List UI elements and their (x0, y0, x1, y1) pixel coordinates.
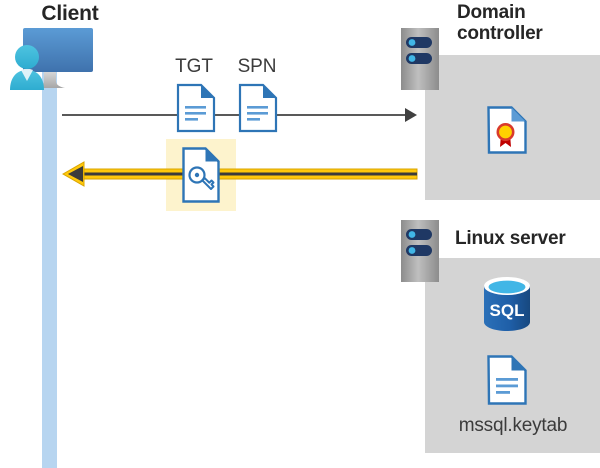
client-lifeline (42, 66, 57, 468)
linux-server-title: Linux server (455, 228, 566, 249)
client-title: Client (41, 2, 99, 25)
request-arrow-gray (62, 108, 417, 122)
keytab-label: mssql.keytab (458, 415, 568, 436)
tgt-document-icon (176, 83, 216, 133)
domain-controller-title: Domain controller (457, 2, 600, 45)
sql-database-label: SQL (490, 301, 525, 320)
domain-controller-server-icon (401, 28, 439, 90)
certificate-document-icon (487, 106, 527, 154)
sql-database-icon: SQL (481, 276, 533, 332)
spn-label: SPN (237, 56, 277, 77)
client-workstation-icon (6, 24, 110, 94)
response-arrow-yellow (61, 160, 418, 188)
keytab-document-icon (487, 355, 527, 405)
domain-controller-title-line1: Domain (457, 2, 526, 23)
spn-document-icon (238, 83, 278, 133)
ticket-key-document-icon (182, 147, 220, 203)
domain-controller-title-line2: controller (457, 23, 543, 45)
tgt-label: TGT (175, 56, 213, 77)
linux-server-server-icon (401, 220, 439, 282)
